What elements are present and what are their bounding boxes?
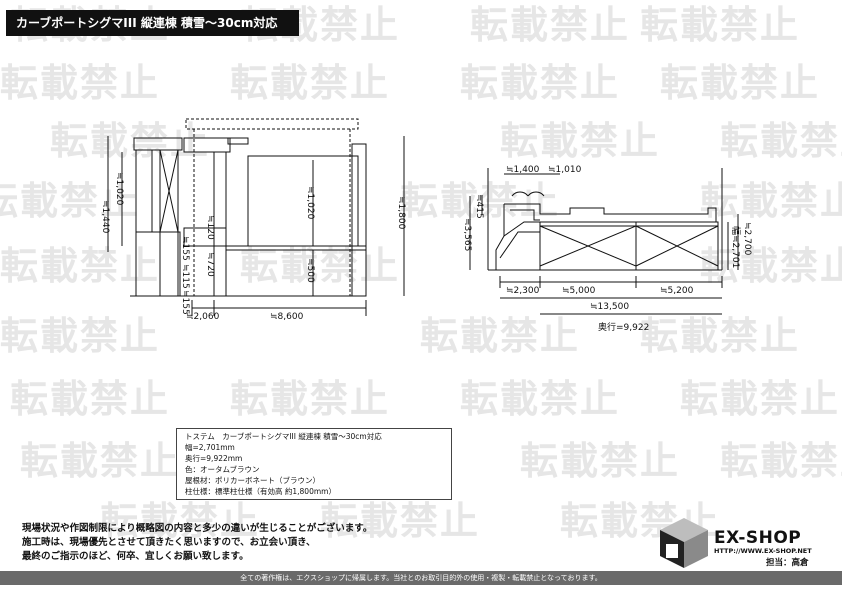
dim-label: ≒1,800: [396, 196, 406, 230]
spec-line: 屋根材：ポリカーボネート（ブラウン）: [185, 476, 320, 485]
notice-line: 施工時は、現場優先とさせて頂きたく思いますので、お立会い頂き、: [22, 537, 316, 548]
side-brace: [539, 225, 637, 267]
side-gutter: [527, 191, 545, 197]
spec-line: 色：オータムブラウン: [185, 465, 260, 474]
spec-line: 奥行=9,922mm: [185, 454, 243, 463]
dim-label: ≒1,400: [506, 165, 540, 175]
dim-label: ≒2,060: [186, 312, 220, 322]
front-left-column: [135, 149, 153, 233]
front-upper-block: [183, 137, 231, 153]
footer: 全ての著作権は、エクスショップに帰属します。当社とのお取引目的外の使用・複製・転…: [0, 571, 842, 585]
front-top-beam: [133, 137, 183, 151]
side-view: [469, 168, 739, 315]
logo-url: HTTP://WWW.EX-SHOP.NET: [714, 547, 812, 555]
side-front-slope: [503, 221, 540, 237]
cube-icon: [660, 518, 708, 568]
dim-label: 奥行=9,922: [598, 321, 649, 333]
page-title: カーブポートシグマIII 縦連棟 積雪～30cm対応: [6, 10, 299, 36]
side-roof-profile: [504, 203, 717, 222]
dim-label: ≒415: [474, 194, 484, 219]
front-brace: [159, 149, 179, 233]
dim-label: ≒155: [180, 236, 190, 261]
dim-label: 幅≒2,701: [730, 226, 742, 268]
front-view: [107, 118, 405, 316]
spec-box: トステム カーブポートシグマIII 縦連棟 積雪～30cm対応 幅=2,701m…: [176, 428, 452, 500]
dim-label: ≒2,300: [506, 286, 540, 296]
front-left-base: [135, 231, 181, 297]
dim-label: ≒2,700: [742, 222, 752, 256]
notice-line: 最終のご指示のほど、何卒、宜しくお願い致します。: [22, 551, 249, 562]
dim-label: ≒8,600: [270, 312, 304, 322]
dim-label: ≒120: [205, 215, 215, 240]
ex-shop-logo: EX-SHOP HTTP://WWW.EX-SHOP.NET 担当：高倉: [656, 514, 826, 570]
side-gutter: [511, 191, 529, 197]
front-roof-outline: [185, 118, 359, 130]
front-right-column: [351, 143, 367, 297]
dim-label: ≒1,440: [100, 200, 110, 234]
spec-line: 幅=2,701mm: [185, 443, 235, 452]
staff-label: 担当：高倉: [766, 558, 809, 568]
front-upper-block: [227, 137, 249, 145]
dim-label: ≒3,565: [462, 218, 472, 251]
logo-name: EX-SHOP: [714, 528, 802, 548]
side-inner-line: [510, 209, 540, 221]
dim-label: ≒720: [205, 252, 215, 277]
dim-label: ≒115: [180, 264, 190, 289]
dim-label: ≒1,010: [548, 165, 582, 175]
spec-line: 柱仕様：標準柱仕様（有効高 約1,800mm）: [185, 487, 336, 496]
dim-label: ≒1,020: [114, 172, 124, 206]
side-front-slope: [499, 231, 540, 259]
notice-line: 現場状況や作図制限により概略図の内容と多少の違いが生じることがございます。: [22, 523, 373, 534]
dim-label: ≒5,200: [660, 286, 694, 296]
side-brace: [635, 225, 719, 267]
dim-label: ≒155: [180, 290, 190, 315]
notice: 現場状況や作図制限により概略図の内容と多少の違いが生じることがございます。 施工…: [22, 522, 372, 564]
spec-line: トステム カーブポートシグマIII 縦連棟 積雪～30cm対応: [185, 432, 382, 441]
front-panel: [247, 155, 359, 247]
dim-label: ≒1,020: [305, 186, 315, 220]
dim-label: ≒5,000: [562, 286, 596, 296]
dim-label: ≒13,500: [590, 302, 629, 312]
side-front-edge: [495, 204, 505, 270]
dim-label: ≒500: [305, 258, 315, 283]
front-low-beam: [183, 227, 227, 247]
